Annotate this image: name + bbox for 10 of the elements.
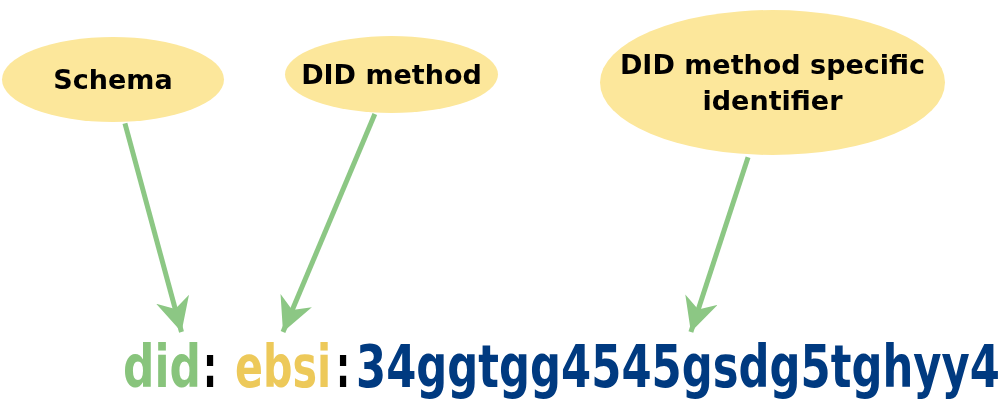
callout-ellipse: Schema — [2, 37, 224, 122]
colon-separator: : — [336, 338, 351, 396]
scheme-text: did — [123, 338, 201, 396]
colon-separator: : — [203, 338, 218, 396]
arrow — [280, 113, 378, 333]
callout-ellipse: DID method specific identifier — [600, 10, 945, 155]
arrow — [685, 156, 751, 333]
method-text: ebsi — [235, 338, 332, 396]
callout-ellipse: DID method — [285, 36, 498, 113]
arrow — [122, 122, 189, 333]
